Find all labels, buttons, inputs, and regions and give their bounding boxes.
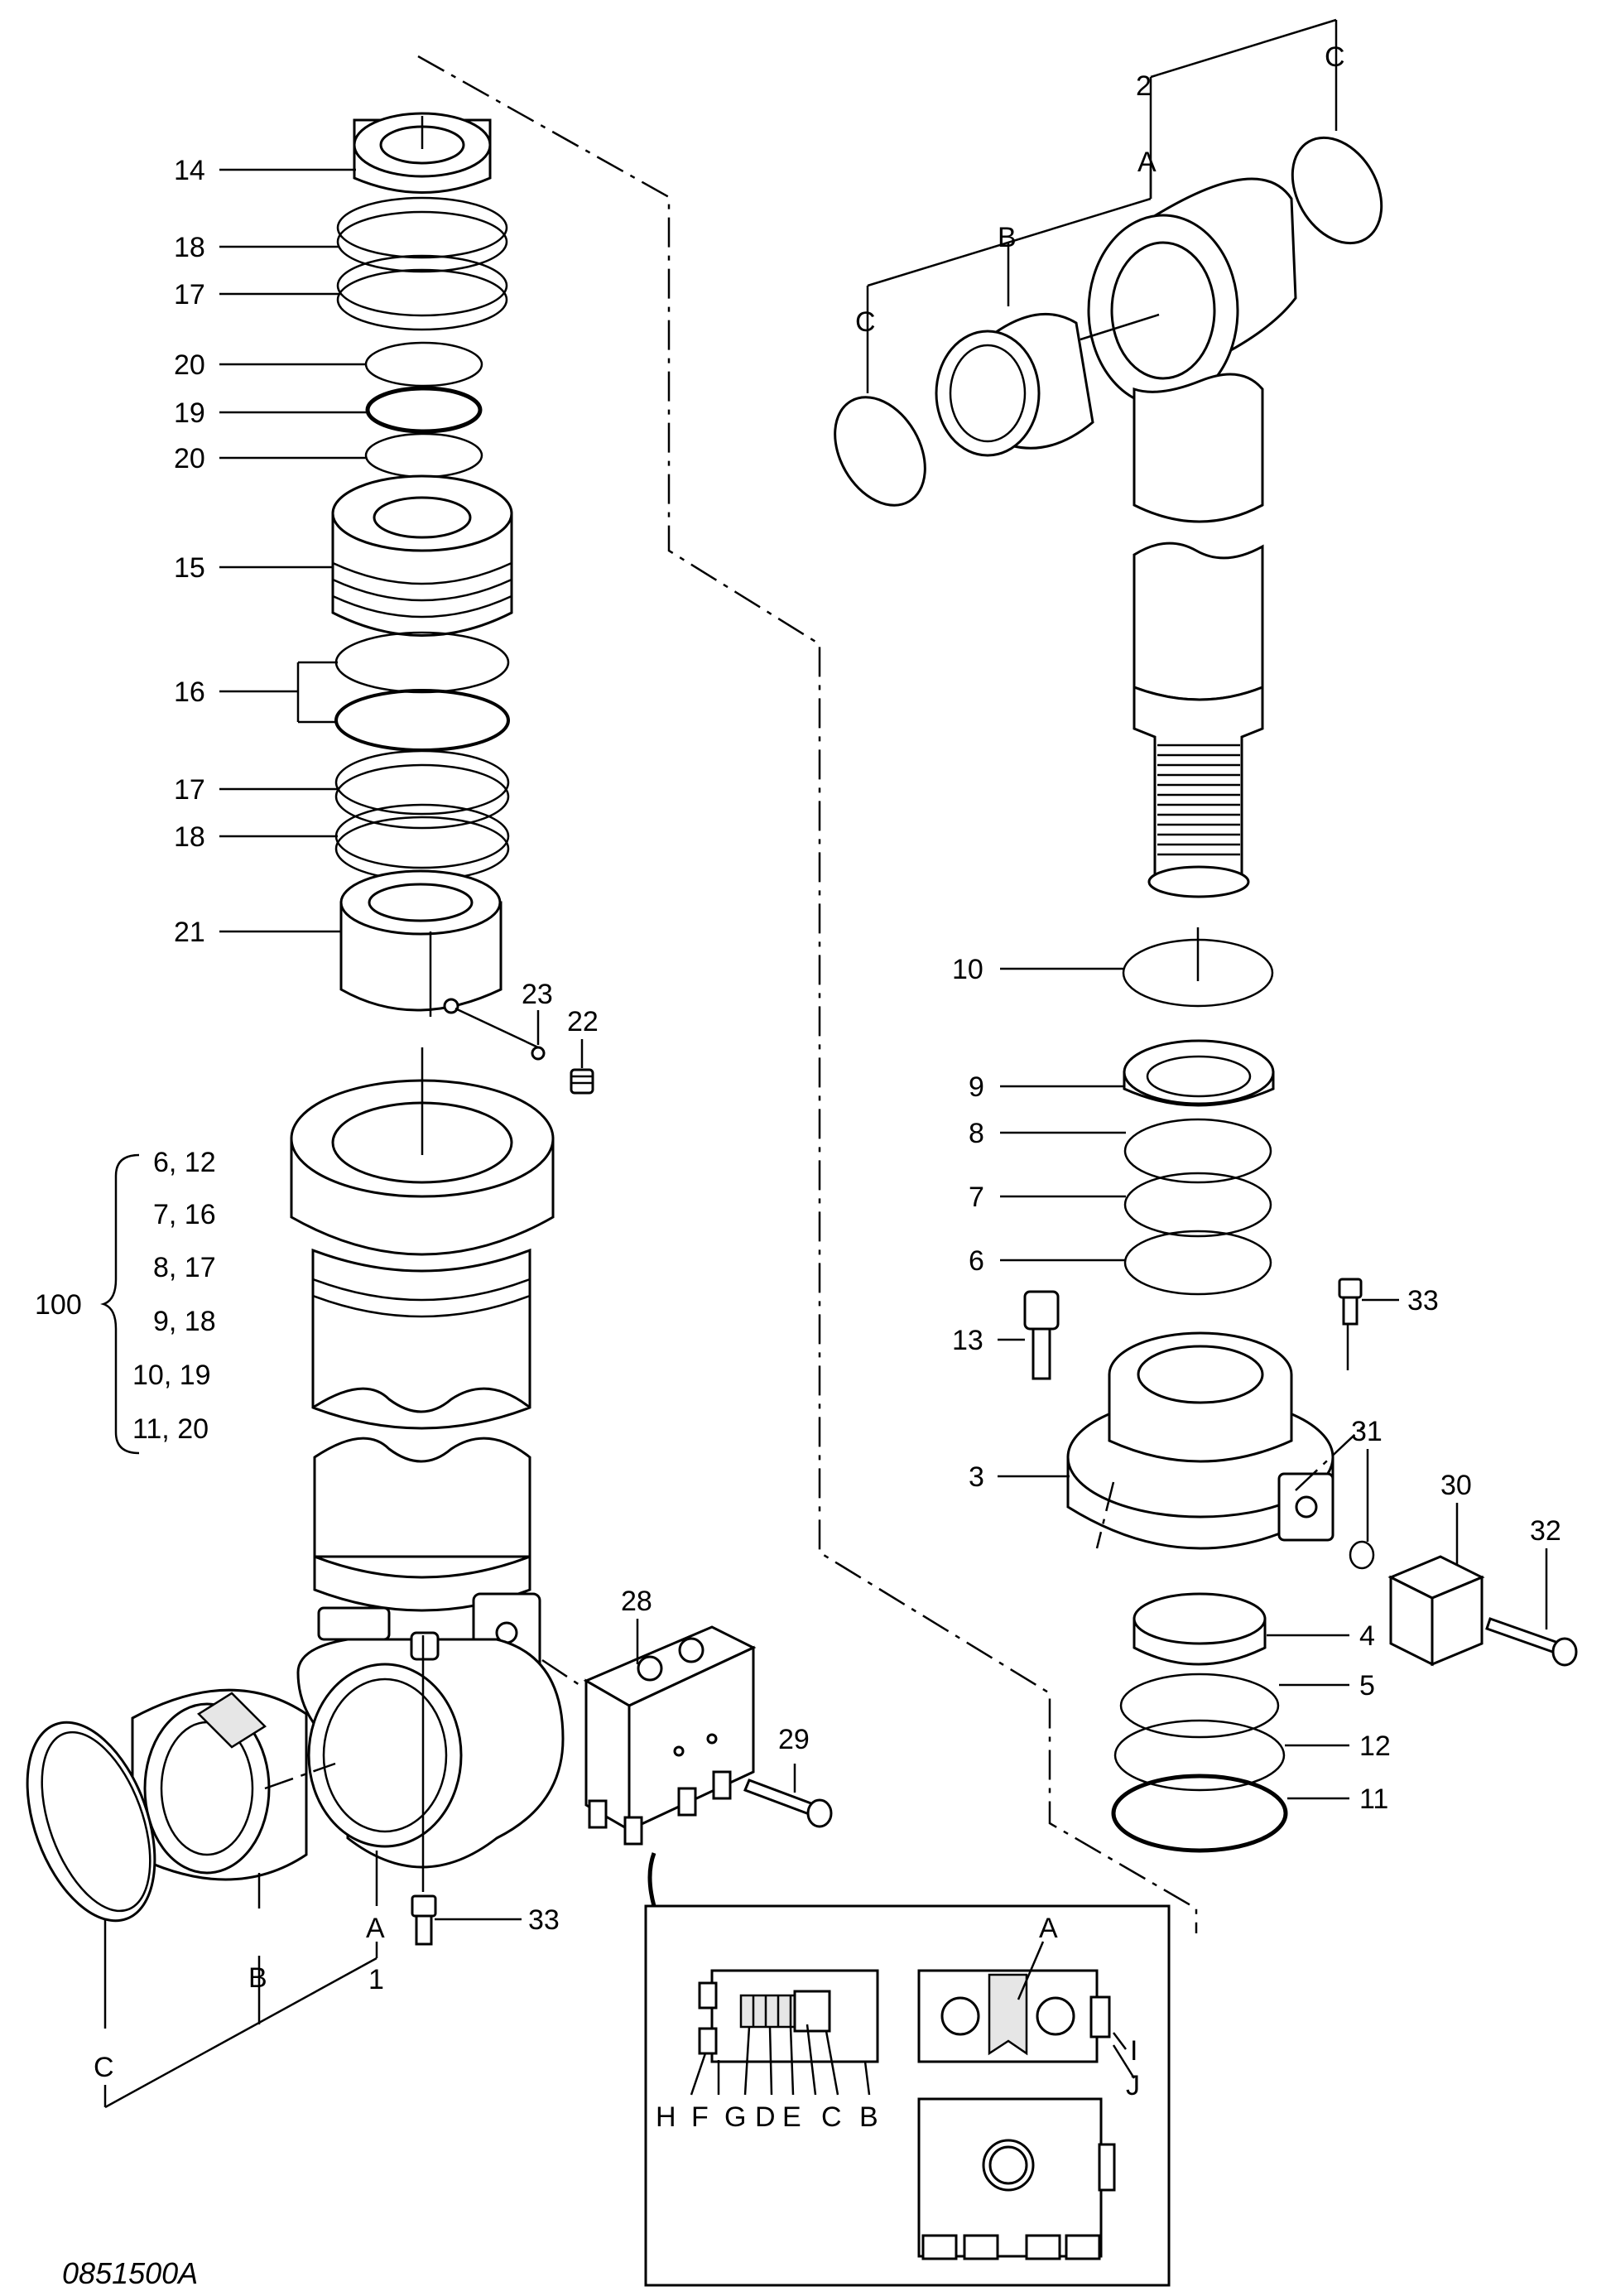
inset-label-J: J	[1126, 2070, 1140, 2101]
callout-A-right: A	[1137, 147, 1157, 178]
part-29-bolt	[743, 1779, 833, 1828]
callout-11: 11	[1359, 1783, 1388, 1815]
callout-20-top: 20	[174, 349, 205, 381]
kit-item-1: 6, 12	[153, 1147, 216, 1178]
callout-12: 12	[1359, 1730, 1391, 1762]
inset-detail	[644, 1904, 1171, 2287]
part-bushing-right	[935, 312, 1094, 457]
callout-16: 16	[174, 676, 205, 708]
callout-28: 28	[621, 1586, 652, 1617]
inset-label-A: A	[1039, 1913, 1058, 1944]
kit-item-5: 10, 19	[132, 1360, 211, 1391]
callout-1: 1	[368, 1964, 384, 1995]
inset-label-G: G	[724, 2101, 746, 2133]
inset-label-I: I	[1130, 2035, 1137, 2067]
callout-5: 5	[1359, 1670, 1375, 1702]
part-bushing-left	[131, 1688, 308, 1881]
leader-lines	[100, 18, 1548, 2109]
part-9-6-rings	[1123, 1039, 1275, 1296]
part-32-bolt	[1485, 1617, 1578, 1667]
callout-21: 21	[174, 917, 205, 948]
callout-C-right: C	[855, 306, 876, 338]
kit-item-6: 11, 20	[132, 1413, 209, 1445]
part-1-tube	[296, 1437, 565, 1869]
part-30-block	[1387, 1555, 1485, 1667]
part-rod	[1133, 542, 1264, 898]
part-14-cap	[353, 112, 492, 194]
callout-A-left: A	[366, 1913, 385, 1944]
callout-6: 6	[969, 1245, 984, 1277]
callout-B-left: B	[248, 1962, 267, 1994]
part-snapring-right-1	[834, 396, 926, 507]
part-22-plug	[570, 1068, 594, 1095]
callout-B-right: B	[998, 222, 1017, 253]
callout-23: 23	[522, 979, 553, 1010]
callout-13: 13	[952, 1325, 983, 1356]
part-33-nipple-right	[1338, 1278, 1363, 1326]
callout-2: 2	[1136, 70, 1152, 102]
inset-label-E: E	[782, 2101, 801, 2133]
part-31-oring	[1349, 1540, 1375, 1570]
callout-20-bottom: 20	[174, 443, 205, 474]
part-2-rod-eye	[1087, 177, 1297, 523]
part-3-cylinder-head	[1066, 1331, 1334, 1550]
callout-29: 29	[778, 1724, 810, 1755]
callout-labels: 14 18 17 20 19 20 15 16 17 18 21 23 22 1…	[35, 41, 1561, 2290]
part-23-ball	[531, 1046, 546, 1061]
callout-32: 32	[1530, 1515, 1561, 1547]
callout-14: 14	[174, 155, 205, 186]
callout-4: 4	[1359, 1620, 1375, 1652]
callout-18-top: 18	[174, 232, 205, 263]
callout-9: 9	[969, 1071, 984, 1103]
part-17-18-rings-lower	[334, 749, 510, 882]
part-16-rings	[334, 631, 510, 752]
kit-number: 100	[35, 1289, 82, 1321]
inset-label-B: B	[859, 2101, 878, 2133]
callout-17-lower: 17	[174, 774, 205, 806]
inset-label-C: C	[821, 2101, 842, 2133]
drawing-code: 0851500A	[62, 2256, 198, 2290]
callout-18-lower: 18	[174, 821, 205, 853]
callout-C-right-top: C	[1325, 41, 1345, 73]
part-15-piston	[331, 474, 513, 637]
callout-3: 3	[969, 1461, 984, 1493]
callout-17-top: 17	[174, 279, 205, 310]
kit-item-3: 8, 17	[153, 1252, 216, 1283]
part-13-bolt	[1023, 1290, 1060, 1380]
inset-label-H: H	[656, 2101, 676, 2133]
part-19-20-orings	[364, 341, 483, 479]
part-18-17-rings-top	[336, 196, 508, 331]
callout-22: 22	[567, 1006, 599, 1037]
inset-label-F: F	[691, 2101, 709, 2133]
callout-10: 10	[952, 954, 983, 985]
callout-30: 30	[1440, 1470, 1472, 1501]
callout-33-left: 33	[528, 1904, 560, 1936]
part-21-nut	[339, 869, 503, 1017]
callout-31: 31	[1351, 1416, 1383, 1447]
inset-label-D: D	[755, 2101, 776, 2133]
callout-C-left: C	[94, 2052, 114, 2083]
part-28-valve-block	[583, 1625, 757, 1846]
part-33-nipple-left	[411, 1894, 437, 1946]
part-snapring-left	[26, 1721, 156, 1923]
part-snapring-right-2	[1291, 136, 1383, 245]
callout-33-right: 33	[1407, 1285, 1439, 1316]
callout-8: 8	[969, 1118, 984, 1149]
kit-item-4: 9, 18	[153, 1306, 216, 1337]
callout-7: 7	[969, 1182, 984, 1213]
part-4-5-12-11-rings	[1111, 1592, 1288, 1853]
callout-15: 15	[174, 552, 205, 584]
callout-19: 19	[174, 397, 205, 429]
kit-item-2: 7, 16	[153, 1199, 216, 1230]
